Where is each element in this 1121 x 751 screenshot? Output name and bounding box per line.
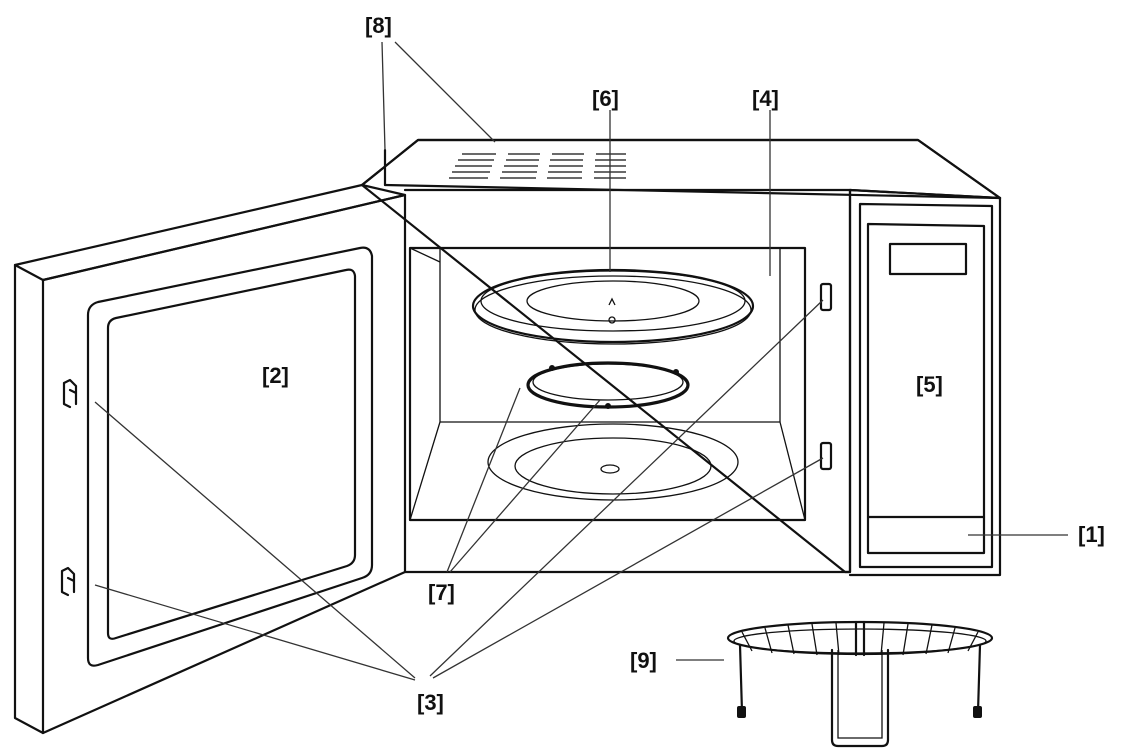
oven-door (13, 183, 407, 735)
label-5: [5] (916, 372, 943, 397)
label-2: [2] (262, 363, 289, 388)
top-vents (449, 153, 626, 179)
label-4: [4] (752, 86, 779, 111)
roller-ring (526, 361, 690, 409)
callout-labels: [8] [6] [4] [2] [5] [1] [7] [9] [3] (262, 13, 1105, 715)
glass-turntable (471, 268, 755, 345)
label-7: [7] (428, 580, 455, 605)
label-8: [8] (365, 13, 392, 38)
label-3: [3] (417, 690, 444, 715)
oven-cavity (408, 246, 833, 522)
label-1: [1] (1078, 522, 1105, 547)
control-panel (866, 222, 986, 555)
label-6: [6] (592, 86, 619, 111)
grill-rack (726, 620, 994, 748)
label-9: [9] (630, 648, 657, 673)
leader-lines (94, 41, 1068, 681)
microwave-body (360, 138, 1002, 577)
